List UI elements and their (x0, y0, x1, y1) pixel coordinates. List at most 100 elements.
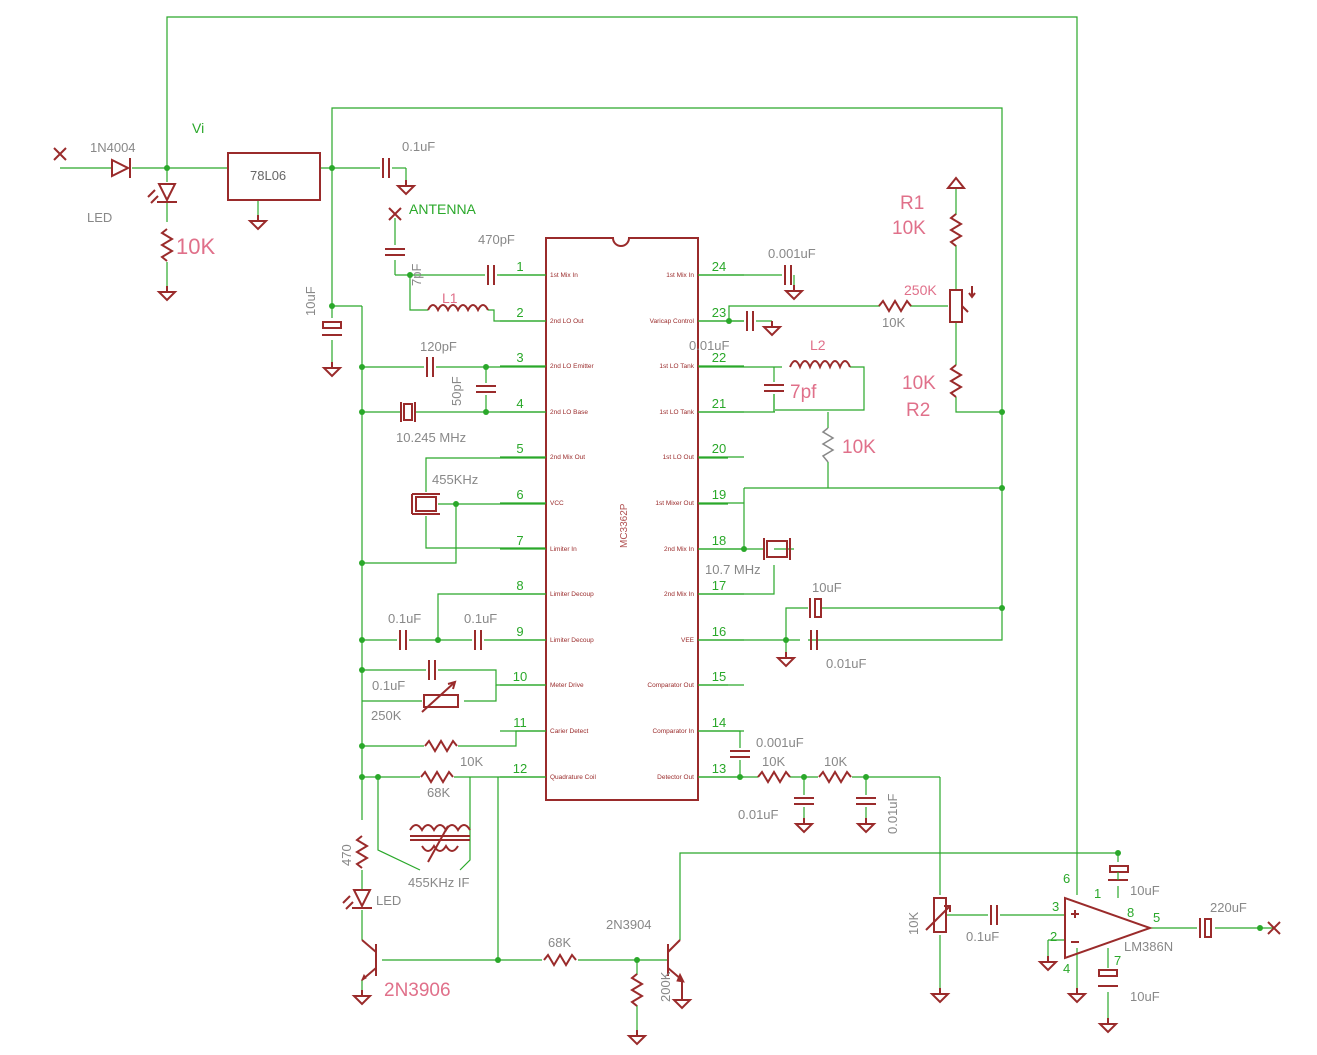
pot-250k-right (949, 286, 976, 323)
ic-pin-number: 3 (516, 350, 523, 365)
label-c-10u-left: 10uF (303, 286, 318, 316)
ic-pin-name: Meter Drive (550, 682, 584, 689)
supply-arrow (945, 176, 967, 189)
ic-pins: 1 1st Mix In 2 2nd LO Out 3 2nd LO Emitter 4 2n… (500, 259, 744, 781)
label-vi: Vi (192, 120, 204, 136)
label-r2-val: 10K (902, 373, 936, 394)
label-c-reg-out: 0.1uF (402, 139, 435, 154)
ic-pin-name: Comparator Out (647, 682, 694, 689)
transistor-2n3906 (361, 939, 377, 982)
ic-pin-name: 1st Mix In (666, 272, 694, 279)
label-c-001-23: 0.01uF (689, 338, 730, 353)
label-antenna: ANTENNA (409, 201, 477, 217)
ic-pin-name: 1st Mix In (550, 272, 578, 279)
label-c-001-a: 0.01uF (738, 807, 779, 822)
amp-pin-6: 6 (1063, 871, 1070, 886)
ic-pin-number: 10 (513, 669, 527, 684)
ic-pin-name: 1st Mixer Out (655, 500, 694, 507)
inductor-l1 (427, 304, 489, 313)
ic-pin-name: 2nd LO Emitter (550, 363, 595, 370)
inductor-l2 (789, 360, 851, 370)
amp-pin-7: 7 (1114, 953, 1121, 968)
amp-pin-8: 8 (1127, 905, 1134, 920)
label-q2: 2N3904 (606, 917, 652, 932)
ic-pin-name: VCC (550, 500, 564, 507)
ic-pin-number: 21 (712, 396, 726, 411)
label-r-68k-12: 68K (427, 785, 450, 800)
cap-220uf (1199, 918, 1212, 938)
label-led2: LED (376, 893, 401, 908)
ic-pin-name: Carier Detect (550, 728, 588, 735)
pot-250k-left (421, 680, 459, 713)
pot-volume (925, 897, 951, 933)
label-c-50: 50pF (449, 376, 464, 406)
ic-pin-number: 1 (516, 259, 523, 274)
label-c-10u-amp2: 10uF (1130, 989, 1160, 1004)
label-c-7pf: 7pf (790, 382, 817, 403)
label-r-10k-lo: 10K (842, 437, 876, 458)
label-c-01a: 0.1uF (388, 611, 421, 626)
ic-mc3362p (545, 237, 699, 801)
ic-pin-number: 23 (712, 305, 726, 320)
filter-455khz (411, 493, 440, 515)
ic-pin-number: 14 (712, 715, 726, 730)
cap-10uf-amp2 (1098, 969, 1118, 987)
label-r-led1: 10K (176, 234, 215, 259)
ic-pin-name: 2nd LO Base (550, 409, 588, 416)
labels: 1N4004 Vi 78L06 0.1uF LED 10K ANTENNA 47… (87, 120, 1247, 1004)
label-xtal-107: 10.7 MHz (705, 562, 761, 577)
ic-pin-number: 20 (712, 441, 726, 456)
label-r-68k-b: 68K (548, 935, 571, 950)
ic-pin-name: Limiter Decoup (550, 637, 594, 644)
ic-pin-name: Quadrature Coil (550, 774, 596, 781)
ic-pin-name: Detector Out (657, 774, 694, 781)
amp-pin-4: 4 (1063, 961, 1070, 976)
ic-pin-name: VEE (681, 637, 695, 644)
label-c-7p: 7pF (409, 264, 424, 286)
crystal-10245 (400, 402, 416, 422)
led-1 (147, 183, 177, 204)
label-ifx: 455KHz IF (408, 875, 469, 890)
label-r-10k-b: 10K (824, 754, 847, 769)
ic-pin-number: 4 (516, 396, 523, 411)
ic-pin-number: 16 (712, 624, 726, 639)
ic-pin-number: 12 (513, 761, 527, 776)
label-c-0001-14: 0.001uF (756, 735, 804, 750)
ic-pin-number: 18 (712, 533, 726, 548)
label-amp: LM386N (1124, 939, 1173, 954)
regulator-78l06 (227, 152, 321, 201)
ic-pin-number: 11 (513, 715, 527, 730)
label-c-001-b: 0.01uF (885, 793, 900, 834)
label-xtal-10245: 10.245 MHz (396, 430, 466, 445)
label-led1: LED (87, 210, 112, 225)
ic-pin-number: 17 (712, 578, 726, 593)
ic-pin-name: 2nd Mix In (664, 591, 694, 598)
ic-pin-number: 2 (516, 305, 523, 320)
ic-pin-number: 5 (516, 441, 523, 456)
label-pot-vol: 10K (906, 912, 921, 935)
led-2 (342, 889, 372, 910)
ic-pin-name: 1st LO Tank (659, 409, 694, 416)
label-c-01-amp: 0.1uF (966, 929, 999, 944)
label-l2: L2 (810, 337, 826, 353)
no-connect-markers (53, 147, 1281, 935)
label-r1-name: R1 (900, 193, 924, 214)
ic-pin-name: 1st LO Tank (659, 363, 694, 370)
label-r-10k-23: 10K (882, 315, 905, 330)
label-diode: 1N4004 (90, 140, 136, 155)
label-chip: MC3362P (619, 503, 630, 548)
ic-pin-name: 2nd LO Out (550, 318, 584, 325)
label-r-470: 470 (339, 844, 354, 866)
label-c-10u-16: 10uF (812, 580, 842, 595)
ic-pin-name: Varicap Control (650, 318, 695, 325)
junctions (164, 165, 1263, 963)
label-r-200k: 200K (658, 971, 673, 1002)
label-r1-val: 10K (892, 218, 926, 239)
ic-pin-name: 2nd Mix Out (550, 454, 585, 461)
label-pot-250-right: 250K (904, 282, 937, 298)
label-c-470: 470pF (478, 232, 515, 247)
label-c-220: 220uF (1210, 900, 1247, 915)
ic-pin-number: 15 (712, 669, 726, 684)
amp-pin-1: 1 (1094, 886, 1101, 901)
